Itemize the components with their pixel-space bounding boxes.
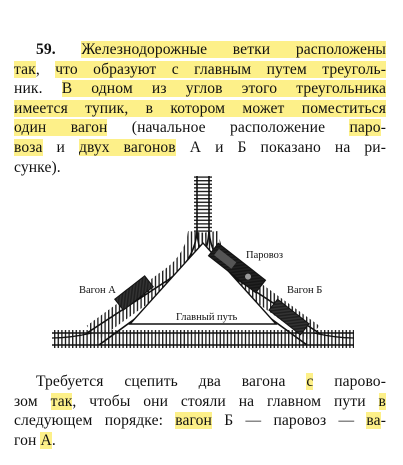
text-run: один вагон — [14, 119, 108, 137]
problem-line-5: один вагон (начальное расположение паро- — [14, 118, 386, 138]
task-text: Требуется сцепить два вагона с парово- з… — [14, 372, 386, 450]
text-run: ник. — [14, 80, 62, 98]
text-run: , чтобы они стояли на главном пути — [72, 392, 379, 410]
text-run: - — [380, 412, 386, 430]
problem-line-6: воза и двух вагонов А и Б показано на ри… — [14, 138, 386, 158]
label-main-track: Главный путь — [176, 312, 238, 323]
text-run: гон — [14, 431, 41, 449]
label-locomotive: Паровоз — [246, 250, 283, 261]
text-run: что образуют с главным путем треуголь- — [55, 60, 386, 78]
text-run: сунке). — [14, 158, 61, 176]
text-run: - — [380, 119, 386, 137]
problem-line-2: так, что образуют с главным путем треуго… — [14, 60, 386, 80]
text-run: Б — паровоз — — [212, 412, 367, 430]
task-line-2: зом так, чтобы они стояли на главном пут… — [14, 392, 386, 412]
text-run: , — [35, 60, 56, 78]
locomotive — [207, 242, 267, 294]
problem-line-1: 59. Железнодорожные ветки расположены — [14, 40, 387, 60]
text-run: Железнодорожные ветки расположены — [81, 41, 387, 58]
text-run: А и Б показано на ри- — [175, 138, 386, 156]
text-run: Требуется сцепить два вагона — [36, 373, 307, 390]
text-run: ва — [366, 412, 381, 430]
dead-end-track — [194, 176, 212, 236]
text-run: имеется тупик, в котором может поместить… — [14, 99, 386, 117]
text-run: в — [378, 392, 386, 410]
text-run: воза — [14, 138, 43, 156]
label-wagon-b: Вагон Б — [287, 285, 322, 296]
wagon-b — [268, 298, 310, 336]
text-run: зом — [14, 392, 51, 410]
text-run: так — [50, 392, 73, 410]
problem-line-7: сунке). — [14, 158, 386, 178]
text-run: с — [306, 373, 314, 390]
problem-line-4: имеется тупик, в котором может поместить… — [14, 99, 386, 119]
task-line-1: Требуется сцепить два вагона с парово- — [14, 372, 386, 392]
problem-number: 59. — [36, 41, 56, 58]
text-run: двух вагонов — [78, 138, 176, 156]
text-run: (начальное — [107, 119, 206, 137]
text-run: вагон — [175, 412, 212, 430]
label-wagon-a: Вагон А — [79, 285, 116, 296]
text-run: и — [42, 138, 79, 156]
task-line-3: следующем порядке: вагон Б — паровоз — в… — [14, 411, 386, 431]
inner-triangle — [128, 241, 278, 325]
text-run: А — [40, 431, 52, 449]
text-run: расположение — [205, 119, 350, 137]
text-run: так — [14, 60, 36, 78]
text-run: . — [51, 431, 56, 449]
text-run: паро — [349, 119, 381, 137]
wagon-a — [114, 275, 154, 311]
text-run: В одном из углов этого треугольника — [61, 80, 386, 98]
text-run: парово- — [313, 373, 386, 390]
problem-text: 59. Железнодорожные ветки расположены та… — [14, 40, 387, 178]
task-line-4: гон А. — [14, 431, 386, 451]
problem-line-3: ник. В одном из углов этого треугольника — [14, 79, 386, 99]
text-run: следующем порядке: — [14, 412, 176, 430]
